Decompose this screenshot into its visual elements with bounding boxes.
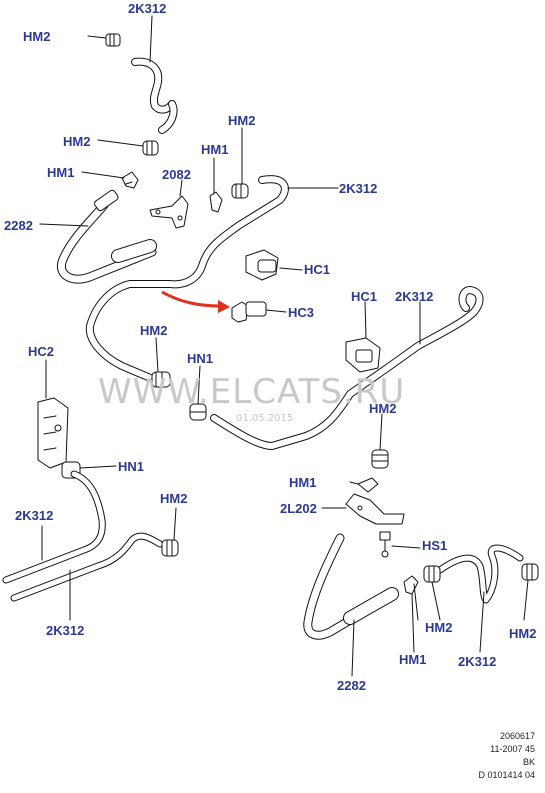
bracket-2l202 bbox=[345, 493, 405, 525]
label-hm1-c[interactable]: HM1 bbox=[289, 475, 317, 490]
drawing-reference: 2060617 11-2007 45 BK D 0101414 04 bbox=[478, 730, 535, 782]
leader-lines bbox=[39, 15, 529, 677]
label-hm2-d[interactable]: HM2 bbox=[140, 323, 168, 338]
label-hm1-b[interactable]: HM1 bbox=[201, 142, 229, 157]
clip-hm1-center bbox=[209, 191, 223, 213]
reference-line-3: BK bbox=[522, 757, 535, 767]
clamp-hm2-mid bbox=[151, 371, 171, 388]
clip-hm1-left bbox=[121, 171, 139, 189]
label-hn1-a[interactable]: HN1 bbox=[187, 351, 214, 366]
label-hc1-b[interactable]: HC1 bbox=[351, 289, 378, 304]
label-hm2-e[interactable]: HM2 bbox=[369, 401, 397, 416]
label-hm2-b[interactable]: HM2 bbox=[63, 134, 91, 149]
watermark-date: 01.05.2015 bbox=[236, 413, 294, 424]
connector-hc1-right bbox=[345, 337, 381, 373]
clamp-hm2-second bbox=[142, 140, 159, 156]
reference-line-1: 2060617 bbox=[499, 731, 535, 741]
label-hm2-c[interactable]: HM2 bbox=[228, 113, 256, 128]
hose-2k312-lower-right bbox=[436, 544, 524, 604]
label-2k312-e[interactable]: 2K312 bbox=[46, 623, 85, 638]
label-2k312-d[interactable]: 2K312 bbox=[15, 508, 54, 523]
label-2k312-b[interactable]: 2K312 bbox=[339, 181, 378, 196]
clamp-hm2-lower-right-b bbox=[521, 563, 539, 581]
hose-2k312-top bbox=[131, 57, 178, 134]
bolt-hs1 bbox=[379, 531, 391, 558]
clamp-hm2-lower-right-a bbox=[423, 565, 441, 583]
hose-2k312-lower-left bbox=[2, 470, 164, 602]
label-hm2-a[interactable]: HM2 bbox=[23, 29, 51, 44]
label-hs1[interactable]: HS1 bbox=[422, 538, 448, 553]
label-hc2[interactable]: HC2 bbox=[28, 344, 55, 359]
label-2k312-a[interactable]: 2K312 bbox=[128, 1, 167, 16]
reference-line-4: D 0101414 04 bbox=[478, 770, 535, 780]
hose-2k312-right bbox=[210, 286, 484, 450]
watermark-site: WWW.ELCATS.RU bbox=[98, 372, 406, 412]
red-direction-arrow bbox=[161, 290, 230, 313]
label-hm2-f[interactable]: HM2 bbox=[160, 491, 188, 506]
bracket-2082 bbox=[149, 195, 189, 229]
clip-hm1-lower bbox=[357, 477, 379, 493]
label-hc1-a[interactable]: HC1 bbox=[304, 262, 331, 277]
label-2l202[interactable]: 2L202 bbox=[280, 501, 317, 516]
clamp-hm2-lower-left bbox=[161, 539, 179, 557]
label-2k312-f[interactable]: 2K312 bbox=[458, 654, 497, 669]
hose-2282-lower bbox=[303, 533, 399, 640]
connector-hc3 bbox=[231, 301, 267, 323]
label-hm2-g[interactable]: HM2 bbox=[425, 620, 453, 635]
clip-hm1-lower-right bbox=[403, 575, 419, 595]
reference-line-2: 11-2007 45 bbox=[490, 744, 535, 754]
clamp-hm2-right bbox=[371, 449, 389, 469]
label-hm1-a[interactable]: HM1 bbox=[47, 165, 75, 180]
clamp-hm2-center bbox=[231, 183, 249, 199]
label-2282-b[interactable]: 2282 bbox=[337, 678, 366, 693]
connector-hc1-top bbox=[245, 249, 279, 281]
label-hm1-d[interactable]: HM1 bbox=[399, 652, 427, 667]
bracket-hc2 bbox=[37, 397, 69, 469]
label-2282-a[interactable]: 2282 bbox=[4, 218, 33, 233]
label-hc3[interactable]: HC3 bbox=[288, 305, 315, 320]
clamp-hm2-top bbox=[105, 33, 121, 47]
label-2082[interactable]: 2082 bbox=[162, 167, 191, 182]
label-hn1-b[interactable]: HN1 bbox=[118, 459, 145, 474]
label-hm2-h[interactable]: HM2 bbox=[509, 626, 537, 641]
label-2k312-c[interactable]: 2K312 bbox=[395, 289, 434, 304]
hose-2k312-middle bbox=[85, 175, 289, 386]
hose-2282-top bbox=[56, 189, 157, 284]
